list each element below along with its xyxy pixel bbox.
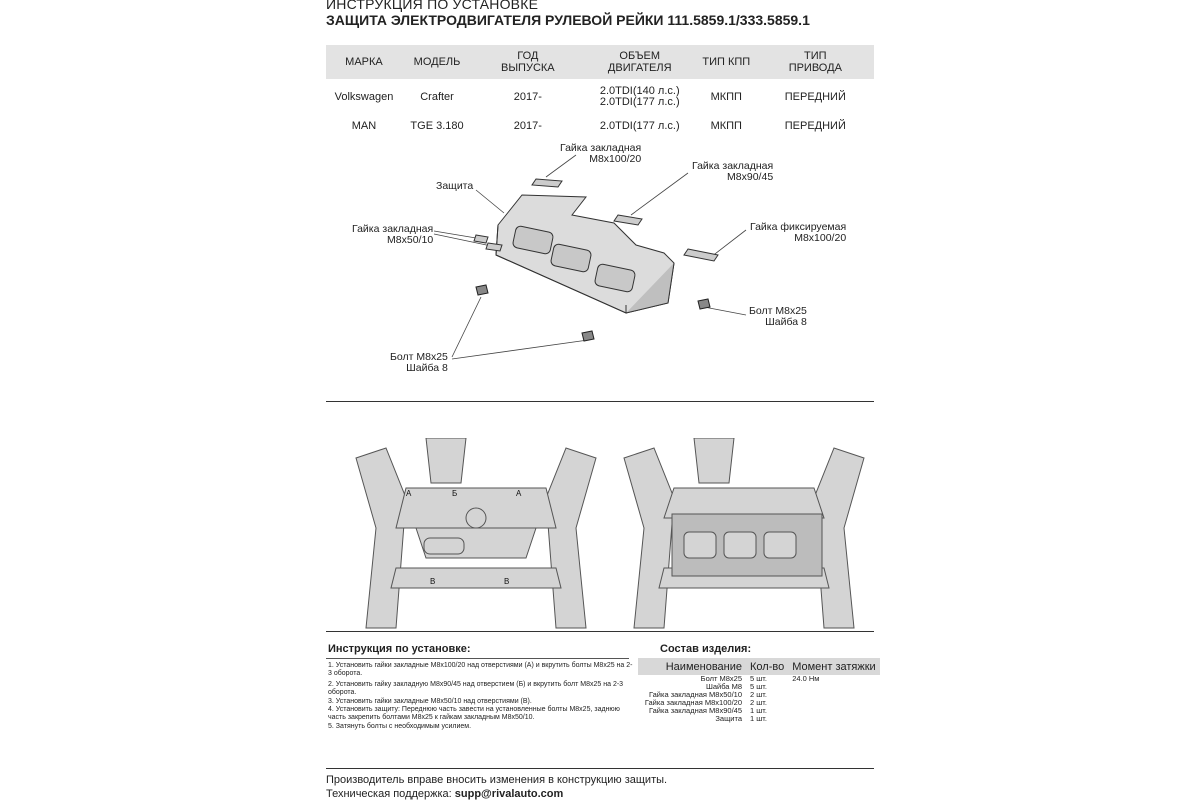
- table-row: Volkswagen Crafter 2017- 2.0TDI(140 л.с.…: [326, 79, 874, 115]
- header-year: ГОД ВЫПУСКА: [472, 45, 584, 79]
- marker-b: Б: [452, 489, 457, 498]
- table-cell: 1 шт.: [750, 714, 767, 723]
- footer-note: Производитель вправе вносить изменения в…: [326, 774, 668, 786]
- header-gearbox: ТИП КПП: [695, 45, 757, 79]
- header-drive: ТИП ПРИВОДА: [756, 45, 874, 79]
- header-brand: МАРКА: [326, 45, 402, 79]
- table-cell: 1 шт.: [750, 706, 767, 715]
- table-row: Гайка закладная М8х100/20 2 шт.: [638, 699, 880, 707]
- divider: [326, 401, 874, 402]
- label-shield: Защита: [436, 180, 474, 192]
- table-cell: [788, 699, 879, 707]
- header-name: Наименование: [638, 658, 746, 675]
- footer-support: Техническая поддержка: supp@rivalauto.co…: [326, 788, 563, 800]
- marker-a: А: [406, 489, 412, 498]
- shield-plate: [495, 194, 675, 314]
- table-cell: Volkswagen: [334, 90, 394, 103]
- composition-header-row: Наименование Кол-во Момент затяжки: [638, 658, 880, 675]
- table-row: Болт М8х25 5 шт. 24.0 Нм: [638, 675, 880, 683]
- chassis-before-image: А Б А В В: [346, 438, 606, 630]
- label-text: Гайка закладная М8х90/45: [692, 160, 774, 183]
- table-cell: [788, 691, 879, 699]
- table-row: Защита 1 шт.: [638, 715, 880, 723]
- table-cell: [788, 707, 879, 715]
- label-nut-90-45: Гайка закладная М8х90/45: [692, 161, 773, 183]
- divider: [326, 631, 874, 632]
- table-row: MAN TGE 3.180 2017- 2.0TDI(177 л.с.) МКП…: [326, 115, 874, 137]
- divider: [326, 768, 874, 769]
- table-cell: 2 шт.: [750, 690, 767, 699]
- instruction-step: 5. Затянуть болты с необходимым усилием.: [328, 723, 472, 730]
- table-cell: 5 шт.: [750, 674, 767, 683]
- marker-a: А: [516, 489, 522, 498]
- marker-v: В: [504, 577, 509, 586]
- label-text: Болт М8х25 Шайба 8: [749, 305, 807, 328]
- table-row: Шайба М8 5 шт.: [638, 683, 880, 691]
- bolt-parts: [475, 284, 711, 342]
- composition-table: Наименование Кол-во Момент затяжки Болт …: [638, 658, 880, 723]
- assembly-diagram: [433, 154, 747, 360]
- table-cell: Болт М8х25: [700, 674, 742, 683]
- table-cell: Гайка закладная М8х100/20: [644, 698, 742, 707]
- table-cell: 2017-: [513, 90, 542, 103]
- document-title: ИНСТРУКЦИЯ ПО УСТАНОВКЕ: [326, 0, 539, 12]
- vehicle-spec-table: МАРКА МОДЕЛЬ ГОД ВЫПУСКА ОБЪЕМ ДВИГАТЕЛЯ…: [326, 45, 874, 137]
- label-nut-100-20: Гайка закладная М8х100/20: [560, 143, 641, 165]
- table-cell: [788, 715, 879, 723]
- table-cell: Шайба М8: [705, 682, 742, 691]
- table-cell: ПЕРЕДНИЙ: [784, 90, 846, 103]
- instruction-step: 4. Установить защиту: Переднюю часть зав…: [328, 706, 620, 721]
- label-nut-50-10: Гайка закладная М8х50/10: [352, 224, 433, 246]
- instruction-step: 1. Установить гайки закладные М8х100/20 …: [328, 662, 633, 677]
- label-bolt-left: Болт М8х25 Шайба 8: [390, 352, 448, 374]
- instruction-step: 2. Установить гайку закладную М8х90/45 н…: [328, 681, 624, 696]
- table-cell: Crafter: [420, 90, 454, 103]
- document-subtitle: ЗАЩИТА ЭЛЕКТРОДВИГАТЕЛЯ РУЛЕВОЙ РЕЙКИ 11…: [326, 12, 810, 28]
- table-cell: 2 шт.: [750, 698, 767, 707]
- embedded-nut-parts: [473, 178, 719, 262]
- table-cell: Гайка закладная М8х50/10: [649, 690, 742, 699]
- table-cell: 24.0 Нм: [792, 674, 820, 683]
- table-cell: MAN: [351, 119, 377, 132]
- support-label: Техническая поддержка:: [326, 788, 455, 800]
- label-bolt-right: Болт М8х25 Шайба 8: [749, 306, 807, 328]
- label-text: Гайка закладная М8х50/10: [352, 223, 434, 246]
- table-cell: Защита: [715, 714, 742, 723]
- label-nut-fixed: Гайка фиксируемая М8х100/20: [750, 222, 846, 244]
- divider: [326, 658, 629, 659]
- table-cell: 2.0TDI(177 л.с.): [599, 119, 680, 132]
- table-row: Гайка закладная М8х90/45 1 шт.: [638, 707, 880, 715]
- table-row: Гайка закладная М8х50/10 2 шт.: [638, 691, 880, 699]
- table-cell: 5 шт.: [750, 682, 767, 691]
- table-cell: TGE 3.180: [410, 119, 464, 132]
- table-cell: ПЕРЕДНИЙ: [784, 119, 846, 132]
- composition-title: Состав изделия:: [660, 643, 752, 655]
- table-cell: [788, 683, 879, 691]
- marker-v: В: [430, 577, 435, 586]
- header-qty: Кол-во: [746, 658, 789, 675]
- spec-header-row: МАРКА МОДЕЛЬ ГОД ВЫПУСКА ОБЪЕМ ДВИГАТЕЛЯ…: [326, 45, 874, 79]
- instructions-title: Инструкция по установке:: [328, 643, 471, 655]
- header-model: МОДЕЛЬ: [401, 45, 473, 79]
- table-cell: 2.0TDI(140 л.с.) 2.0TDI(177 л.с.): [599, 85, 680, 108]
- label-text: Гайка фиксируемая М8х100/20: [750, 221, 847, 244]
- header-engine: ОБЪЕМ ДВИГАТЕЛЯ: [583, 45, 696, 79]
- instruction-step: 3. Установить гайки закладные М8х50/10 н…: [328, 698, 532, 705]
- support-email-link[interactable]: supp@rivalauto.com: [454, 788, 564, 800]
- label-text: Гайка закладная М8х100/20: [560, 142, 642, 165]
- table-cell: МКПП: [710, 90, 742, 103]
- label-text: Болт М8х25 Шайба 8: [390, 351, 448, 374]
- table-cell: Гайка закладная М8х90/45: [649, 706, 742, 715]
- chassis-after-image: [614, 438, 874, 630]
- table-cell: 2017-: [513, 119, 542, 132]
- table-cell: МКПП: [710, 119, 742, 132]
- header-torque: Момент затяжки: [788, 658, 880, 675]
